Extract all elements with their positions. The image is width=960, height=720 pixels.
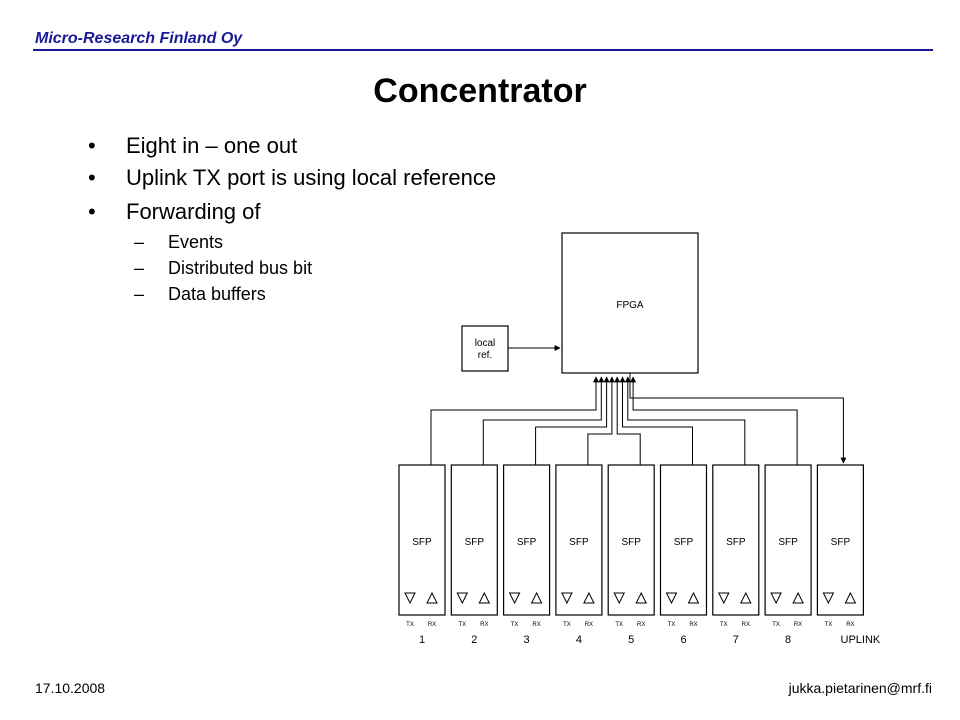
sfp-module bbox=[555, 464, 603, 616]
sub-bullet-item: –Events bbox=[134, 232, 224, 252]
sfp-module bbox=[398, 464, 446, 616]
rx-wire bbox=[430, 376, 599, 465]
tx-label: TX bbox=[406, 622, 414, 628]
tx-triangle-icon bbox=[561, 592, 573, 605]
tx-triangle-icon bbox=[404, 592, 416, 605]
rx-triangle-icon bbox=[478, 591, 491, 604]
tx-triangle-icon bbox=[613, 592, 626, 605]
rx-label: RX bbox=[480, 622, 488, 628]
sfp-label: SFP bbox=[726, 537, 746, 548]
sfp-module bbox=[607, 464, 655, 616]
bullet-text: Eight in – one out bbox=[126, 133, 298, 158]
bullet-item: •Uplink TX port is using local reference bbox=[88, 165, 497, 190]
bullet-item: •Eight in – one out bbox=[88, 133, 298, 158]
tx-label: TX bbox=[668, 622, 676, 628]
rx-wire bbox=[619, 376, 693, 465]
rx-wire bbox=[624, 376, 746, 465]
bullet-item: •Forwarding of bbox=[88, 199, 261, 224]
fpga-box bbox=[561, 232, 699, 374]
tx-label: TX bbox=[458, 622, 466, 628]
tx-triangle-icon bbox=[822, 592, 835, 605]
port-label: 6 bbox=[680, 634, 686, 646]
sfp-module bbox=[659, 464, 708, 616]
sfp-label: SFP bbox=[674, 537, 694, 548]
header-divider bbox=[33, 49, 933, 51]
fpga-label: FPGA bbox=[616, 300, 644, 311]
rx-wire bbox=[614, 376, 641, 465]
port-label: 5 bbox=[628, 634, 634, 646]
sfp-module bbox=[503, 464, 551, 616]
tx-label: TX bbox=[825, 622, 833, 628]
tx-triangle-icon bbox=[717, 592, 730, 605]
sub-bullet-text: Distributed bus bit bbox=[168, 258, 313, 278]
local-ref-label-line1: local bbox=[475, 338, 496, 349]
company-name: Micro-Research Finland Oy bbox=[35, 30, 243, 47]
rx-label: RX bbox=[585, 622, 593, 628]
slide-title: Concentrator bbox=[373, 72, 587, 110]
sfp-label: SFP bbox=[412, 537, 432, 548]
port-label: UPLINK bbox=[841, 634, 881, 646]
rx-triangle-icon bbox=[739, 591, 752, 604]
rx-label: RX bbox=[532, 622, 540, 628]
rx-triangle-icon bbox=[687, 591, 700, 604]
tx-triangle-icon bbox=[770, 592, 782, 605]
sub-bullet-text: Data buffers bbox=[168, 284, 266, 304]
rx-wire bbox=[482, 376, 605, 465]
sub-bullet-item: –Distributed bus bit bbox=[134, 258, 313, 278]
port-label: 2 bbox=[471, 634, 477, 646]
tx-triangle-icon bbox=[508, 592, 521, 605]
uplink-wire bbox=[629, 373, 847, 464]
bullet-list: •Eight in – one out •Uplink TX port is u… bbox=[88, 133, 497, 304]
sfp-label: SFP bbox=[831, 537, 851, 548]
rx-wire bbox=[535, 376, 610, 465]
port-label: 4 bbox=[576, 634, 582, 646]
rx-label: RX bbox=[846, 622, 854, 628]
footer-date: 17.10.2008 bbox=[35, 680, 106, 696]
sfp-label: SFP bbox=[569, 537, 589, 548]
rx-wire bbox=[630, 376, 798, 465]
port-label: 7 bbox=[733, 634, 739, 646]
sfp-label: SFP bbox=[465, 537, 485, 548]
sfp-module bbox=[712, 464, 760, 616]
footer-email: jukka.pietarinen@mrf.fi bbox=[788, 680, 932, 696]
tx-label: TX bbox=[563, 622, 571, 628]
port-label: 8 bbox=[785, 634, 791, 646]
rx-wire bbox=[587, 376, 615, 465]
rx-label: RX bbox=[689, 622, 697, 628]
bullet-text: Uplink TX port is using local reference bbox=[126, 165, 497, 190]
rx-label: RX bbox=[637, 622, 645, 628]
rx-triangle-icon bbox=[530, 591, 543, 604]
tx-triangle-icon bbox=[665, 592, 678, 605]
bullet-text: Forwarding of bbox=[126, 199, 261, 224]
port-label: 3 bbox=[524, 634, 530, 646]
sfp-label: SFP bbox=[517, 537, 537, 548]
tx-label: TX bbox=[615, 622, 623, 628]
rx-label: RX bbox=[742, 622, 750, 628]
tx-label: TX bbox=[511, 622, 519, 628]
sfp-label: SFP bbox=[778, 537, 798, 548]
tx-label: TX bbox=[772, 622, 780, 628]
rx-triangle-icon bbox=[844, 591, 857, 604]
rx-triangle-icon bbox=[426, 591, 438, 604]
rx-label: RX bbox=[794, 622, 802, 628]
sub-bullet-text: Events bbox=[168, 232, 224, 252]
sfp-label: SFP bbox=[621, 537, 641, 548]
port-label: 1 bbox=[419, 634, 425, 646]
tx-triangle-icon bbox=[456, 592, 469, 605]
rx-triangle-icon bbox=[635, 591, 648, 604]
rx-triangle-icon bbox=[583, 591, 595, 604]
rx-label: RX bbox=[428, 622, 436, 628]
rx-triangle-icon bbox=[792, 591, 804, 604]
sub-bullet-item: –Data buffers bbox=[134, 284, 266, 304]
sfp-module bbox=[450, 464, 498, 616]
sfp-module bbox=[764, 464, 812, 616]
sfp-module bbox=[816, 464, 865, 616]
local-ref-label-line2: ref. bbox=[478, 350, 492, 361]
tx-label: TX bbox=[720, 622, 728, 628]
